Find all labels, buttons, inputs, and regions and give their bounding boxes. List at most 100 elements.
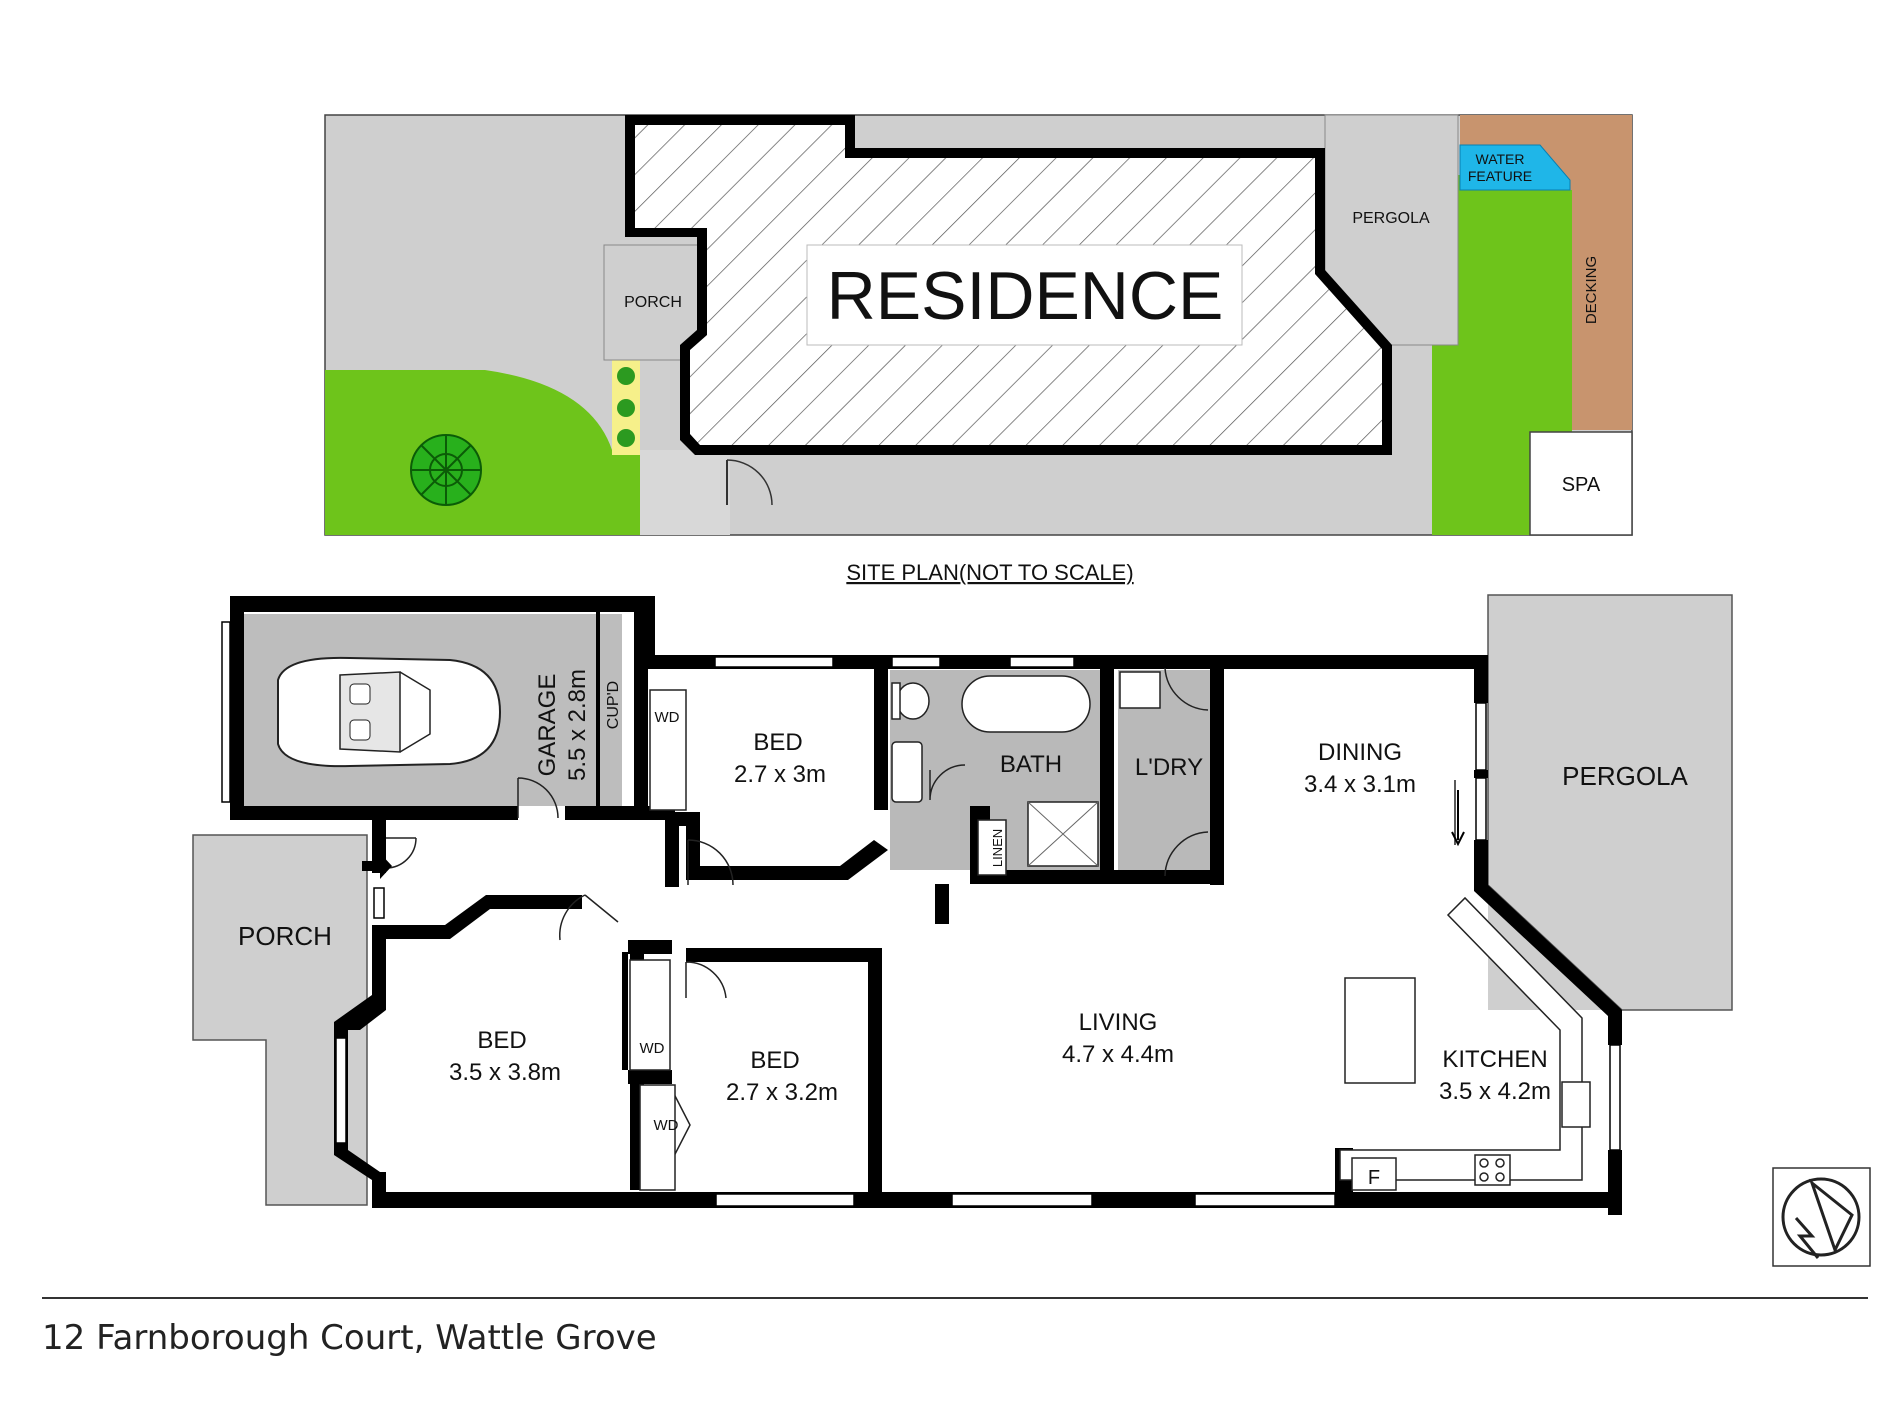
kitchen-size: 3.5 x 4.2m <box>1439 1078 1551 1105</box>
path-strip <box>640 450 730 535</box>
bed-mid-label: BED <box>750 1047 799 1074</box>
outer-wall-garage-top <box>230 596 655 655</box>
linen-label: LINEN <box>990 829 1005 867</box>
window-bath-1 <box>891 656 941 668</box>
window-living-2 <box>1194 1193 1336 1207</box>
wd-bed-left <box>629 959 671 1071</box>
decking-label: DECKING <box>1583 256 1600 324</box>
cooktop-icon <box>1474 1154 1511 1186</box>
wall-kitchen-diagonal <box>1474 840 1622 1020</box>
property-address: 12 Farnborough Court, Wattle Grove <box>42 1318 657 1358</box>
bed-top-wd-label: WD <box>655 709 680 726</box>
door-bed-mid <box>685 961 727 999</box>
windows <box>221 621 1621 1207</box>
bed-left-label: BED <box>477 1027 526 1054</box>
garage-size: 5.5 x 2.8m <box>564 669 591 781</box>
window-dining <box>1475 702 1487 771</box>
bed-mid-size: 2.7 x 3.2m <box>726 1079 838 1106</box>
window-porch <box>373 887 385 919</box>
wall-bed-mid-top <box>686 948 882 962</box>
car-icon <box>277 656 502 768</box>
bath-label: BATH <box>1000 751 1062 778</box>
window-kitchen <box>1609 1044 1621 1151</box>
kitchen-label: KITCHEN <box>1442 1046 1547 1073</box>
wall-kitchen-right <box>1608 1010 1622 1045</box>
gate-door-icon <box>726 459 773 506</box>
wall-laundry-right <box>1210 655 1224 885</box>
linen-box <box>977 819 1007 876</box>
fridge-label: F <box>1368 1167 1380 1189</box>
wall-garage-bottom <box>230 806 518 820</box>
dining-label: DINING <box>1318 739 1402 766</box>
wall-bed-left-bay <box>334 975 386 1198</box>
living-size: 4.7 x 4.4m <box>1062 1041 1174 1068</box>
laundry-tub-icon <box>1119 671 1161 709</box>
wall-bed-left-top <box>385 925 445 939</box>
wall-living-left <box>868 948 882 1198</box>
door-entry <box>385 837 417 869</box>
kitchen-bench <box>1339 896 1583 1181</box>
sink-icon <box>1561 1081 1591 1128</box>
wall-bath-bottom <box>970 870 1220 884</box>
wall-stub-living <box>935 884 949 924</box>
kitchen-island <box>1344 977 1416 1084</box>
shrub-icon <box>617 367 635 447</box>
residence-label-box <box>806 244 1243 346</box>
bath-fixtures <box>891 671 1161 867</box>
window-dining-2 <box>1475 777 1487 841</box>
site-plan-caption: SITE PLAN(NOT TO SCALE) <box>846 560 1133 585</box>
kitchen-fixtures <box>1339 896 1591 1191</box>
pergola-floor <box>1487 594 1733 1011</box>
floor-plan: GARAGE 5.5 x 2.8m CUP'D BED 2.7 x 3m WD … <box>192 594 1871 1267</box>
porch-label: PORCH <box>238 921 332 951</box>
tree-icon <box>410 434 482 506</box>
basin-icon <box>891 741 923 803</box>
door-laundry-top <box>1164 667 1209 711</box>
wall-bed-top-bottom <box>665 812 888 880</box>
bed-mid-wd-label: WD <box>654 1117 679 1134</box>
wall-wd-column <box>628 940 672 954</box>
wall-wd-left <box>622 952 628 1070</box>
site-pergola-label: PERGOLA <box>1352 210 1430 227</box>
wall-bath-left <box>874 668 888 808</box>
wall-linen <box>1100 668 1114 883</box>
window-bay-1 <box>335 1037 347 1144</box>
spa-label: SPA <box>1562 474 1601 496</box>
wall-dining-top <box>1218 655 1488 669</box>
water-feature-label-2: FEATURE <box>1468 168 1532 184</box>
window-garage <box>221 621 231 803</box>
site-plan: RESIDENCE PORCH PERGOLA WATER FEATURE DE… <box>324 114 1633 585</box>
window-bed-top <box>714 656 834 668</box>
front-lawn <box>325 370 640 535</box>
outer-wall-garage-left <box>230 596 244 808</box>
laundry-label: L'DRY <box>1135 754 1203 781</box>
north-compass-icon <box>1772 1167 1871 1267</box>
bathtub-icon <box>961 675 1091 733</box>
water-feature-label-1: WATER <box>1476 151 1525 167</box>
bed-left-size: 3.5 x 3.8m <box>449 1059 561 1086</box>
pergola-label: PERGOLA <box>1562 761 1688 791</box>
door-garage <box>517 777 559 819</box>
toilet-icon <box>896 682 930 720</box>
bed-top-size: 2.7 x 3m <box>734 761 826 788</box>
doors <box>385 667 1456 1161</box>
wall-wd-divider <box>628 1070 672 1084</box>
wall-dining-right-upper <box>1474 655 1488 703</box>
porch-area <box>192 834 368 1206</box>
window-living-1 <box>951 1193 1093 1207</box>
garage-label: GARAGE <box>534 674 561 777</box>
wall-porch-side <box>372 925 386 975</box>
living-label: LIVING <box>1079 1009 1158 1036</box>
cupboard-label: CUP'D <box>605 681 622 729</box>
door-bed-left <box>559 894 619 941</box>
wall-garage-right <box>634 612 648 820</box>
door-bath <box>929 764 966 801</box>
residence-label: RESIDENCE <box>827 258 1224 334</box>
door-laundry-bottom <box>1164 831 1209 877</box>
window-bath-2 <box>1009 656 1075 668</box>
bed-top-label: BED <box>753 729 802 756</box>
door-wd-mid <box>671 1089 691 1161</box>
wardrobe-boxes <box>629 689 1007 1191</box>
water-feature <box>1459 144 1571 191</box>
